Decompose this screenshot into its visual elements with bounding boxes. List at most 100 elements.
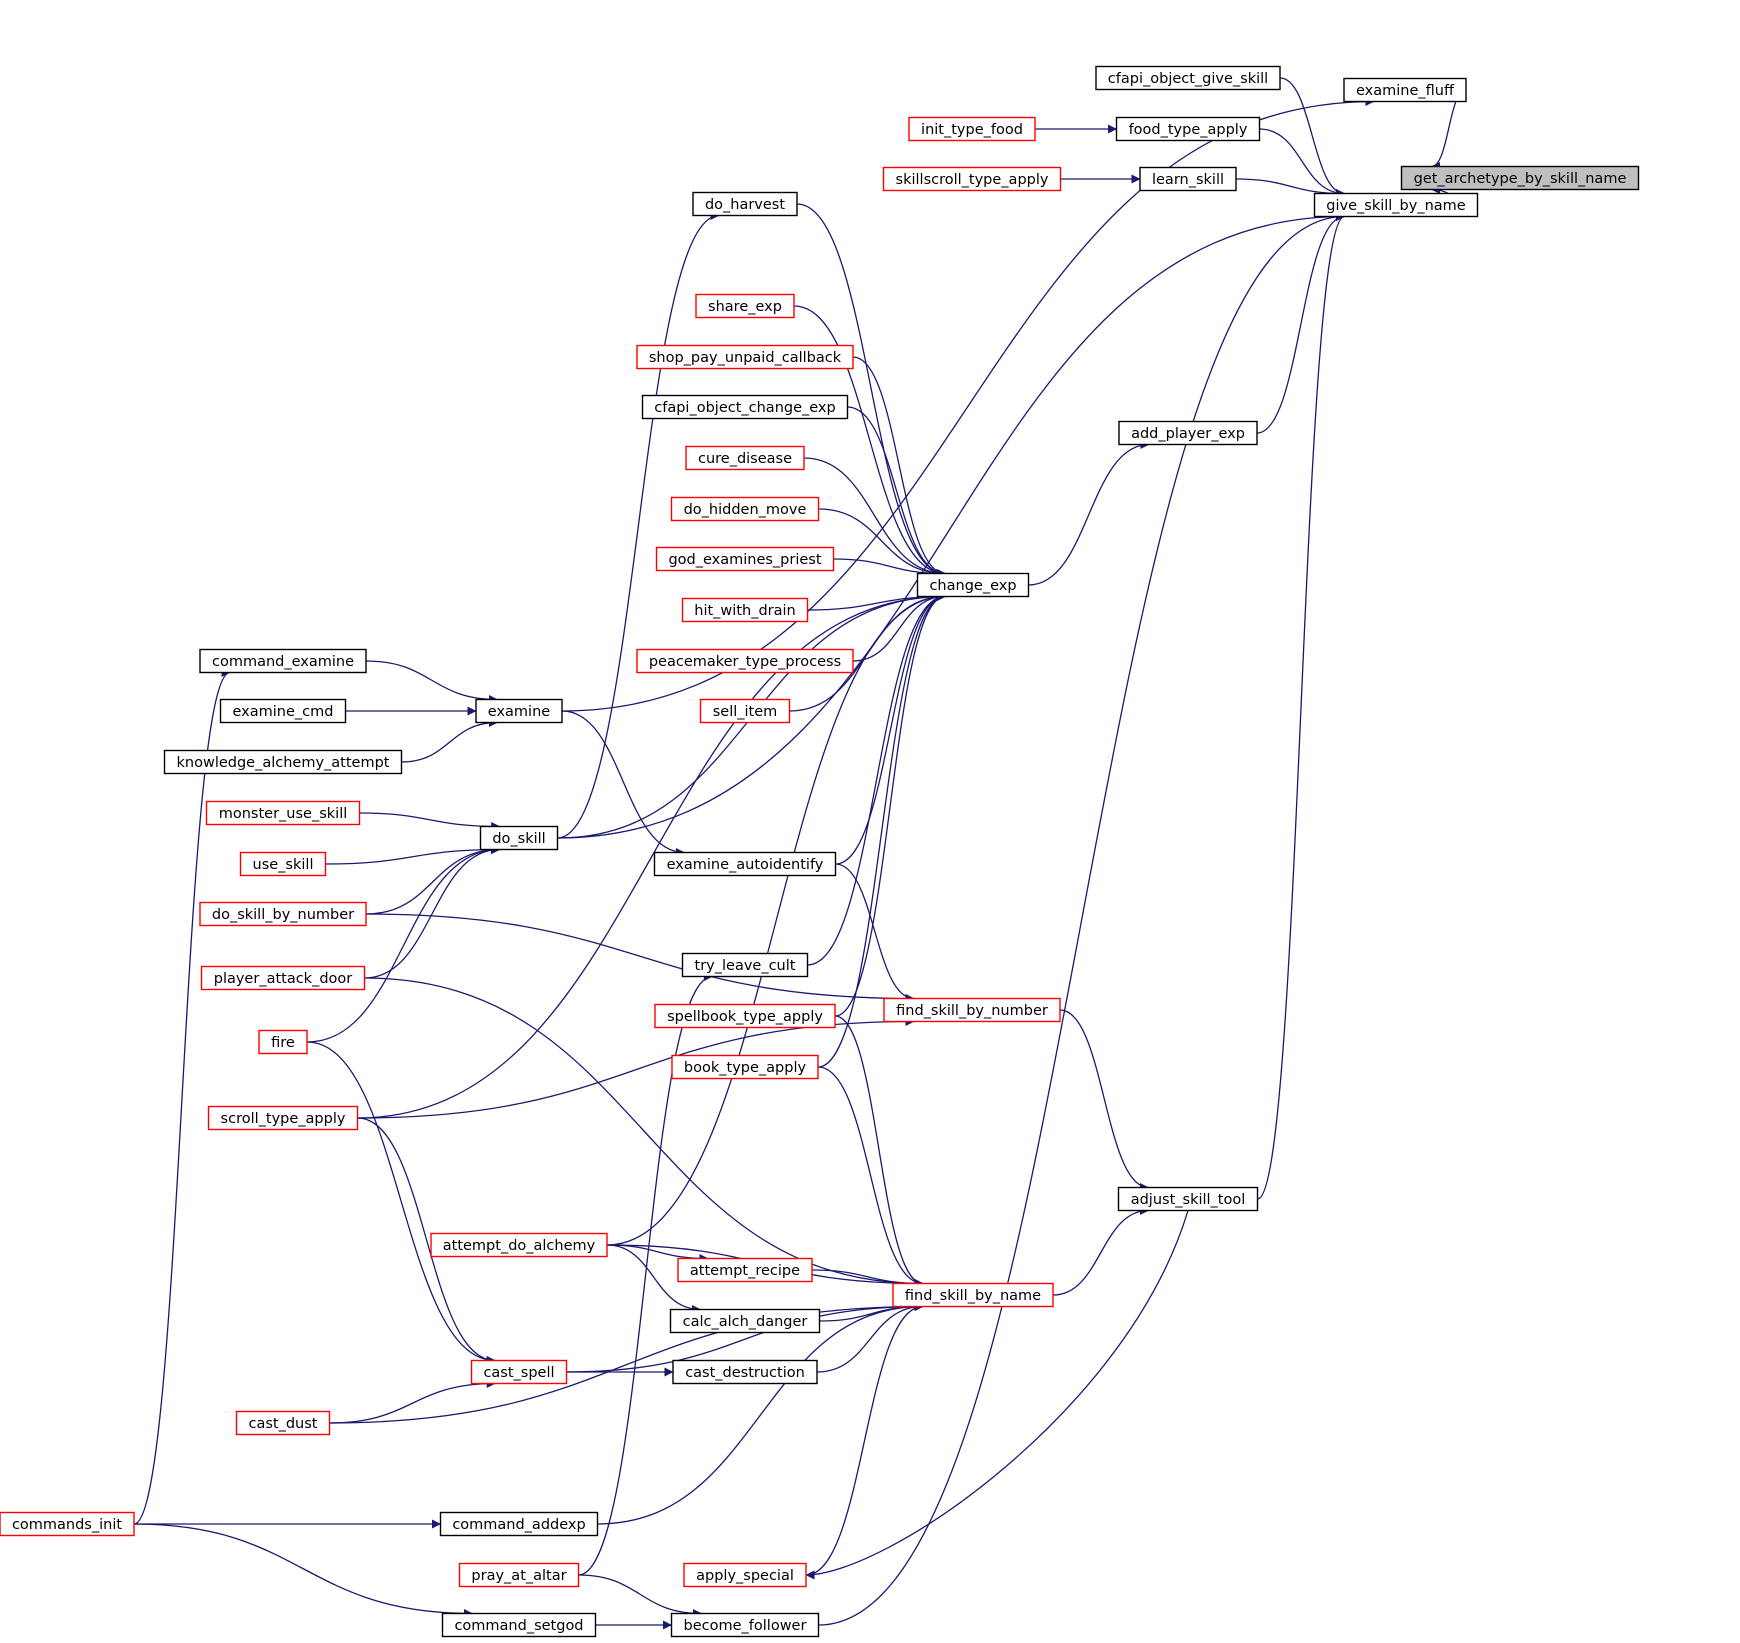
node-do-harvest[interactable]: do_harvest [692, 191, 798, 217]
edge-player_attack_door-to-do_skill [364, 845, 501, 979]
node-shop-pay-unpaid-callback[interactable]: shop_pay_unpaid_callback [636, 344, 854, 370]
node-command-addexp[interactable]: command_addexp [439, 1511, 599, 1537]
edge-do_harvest-to-change_exp [796, 203, 946, 578]
node-box [1115, 116, 1261, 142]
node-box [883, 997, 1061, 1023]
node-box [235, 1410, 331, 1436]
node-box [219, 698, 347, 724]
node-command-examine[interactable]: command_examine [199, 648, 367, 674]
node-find-skill-by-name[interactable]: find_skill_by_name [892, 1282, 1054, 1308]
node-try-leave-cult[interactable]: try_leave_cult [681, 952, 809, 978]
node-god-examines-priest[interactable]: god_examines_priest [655, 546, 835, 572]
node-cast-destruction[interactable]: cast_destruction [672, 1359, 818, 1385]
node-cfapi-object-give-skill[interactable]: cfapi_object_give_skill [1095, 65, 1281, 91]
node-book-type-apply[interactable]: book_type_apply [671, 1054, 819, 1080]
node-peacemaker-type-process[interactable]: peacemaker_type_process [636, 648, 854, 674]
node-food-type-apply[interactable]: food_type_apply [1115, 116, 1261, 142]
node-label: get_archetype_by_skill_name [1414, 171, 1627, 187]
node-label: cast_spell [483, 1365, 554, 1381]
node-box [699, 698, 791, 724]
node-find-skill-by-number[interactable]: find_skill_by_number [883, 997, 1061, 1023]
node-label: cfapi_object_give_skill [1108, 71, 1268, 87]
node-label: do_skill [492, 831, 545, 847]
edge-cfapi_object_give_skill-to-give_skill_by_name [1279, 77, 1345, 198]
node-label: find_skill_by_name [905, 1288, 1041, 1304]
node-box [199, 648, 367, 674]
node-fire[interactable]: fire [258, 1029, 308, 1055]
edge-do_skill_by_number-to-do_skill [365, 845, 501, 915]
edge-do_skill_by_number-to-find_skill_by_number [365, 913, 915, 1003]
node-examine-cmd[interactable]: examine_cmd [219, 698, 347, 724]
edges-layer [133, 77, 1478, 1630]
node-attempt-recipe[interactable]: attempt_recipe [677, 1257, 813, 1283]
node-adjust-skill-tool[interactable]: adjust_skill_tool [1117, 1186, 1259, 1212]
node-examine[interactable]: examine [475, 698, 563, 724]
node-box [441, 1612, 597, 1638]
node-cure-disease[interactable]: cure_disease [685, 445, 805, 471]
node-do-hidden-move[interactable]: do_hidden_move [670, 496, 820, 522]
node-box [1313, 192, 1479, 218]
node-add-player-exp[interactable]: add_player_exp [1118, 420, 1258, 446]
node-label: become_follower [684, 1618, 807, 1634]
node-spellbook-type-apply[interactable]: spellbook_type_apply [654, 1003, 836, 1029]
node-monster-use-skill[interactable]: monster_use_skill [205, 800, 361, 826]
node-calc-alch-danger[interactable]: calc_alch_danger [669, 1308, 821, 1334]
node-skillscroll-type-apply[interactable]: skillscroll_type_apply [882, 166, 1062, 192]
node-learn-skill[interactable]: learn_skill [1139, 166, 1237, 192]
node-pray-at-altar[interactable]: pray_at_altar [458, 1562, 580, 1588]
edge-cast_spell-to-find_skill_by_name [566, 1302, 924, 1373]
node-label: food_type_apply [1129, 122, 1248, 138]
node-box [479, 825, 559, 851]
node-label: scroll_type_apply [221, 1111, 346, 1127]
edge-monster_use_skill-to-do_skill [359, 812, 501, 831]
node-apply-special[interactable]: apply_special [683, 1562, 807, 1588]
node-share-exp[interactable]: share_exp [695, 293, 795, 319]
node-label: give_skill_by_name [1326, 198, 1466, 214]
node-label: learn_skill [1152, 172, 1224, 188]
node-box [655, 546, 835, 572]
node-use-skill[interactable]: use_skill [239, 851, 327, 877]
node-label: cast_destruction [685, 1365, 805, 1381]
edge-examine_autoidentify-to-find_skill_by_number [835, 863, 915, 1003]
node-player-attack-door[interactable]: player_attack_door [200, 965, 366, 991]
node-examine-fluff[interactable]: examine_fluff [1343, 77, 1467, 103]
edge-adjust_skill_tool-to-apply_special [805, 1210, 1189, 1580]
edge-cfapi_object_change_exp-to-change_exp [847, 406, 946, 578]
edge-become_follower-to-give_skill_by_name [818, 212, 1345, 1626]
node-box [683, 1562, 807, 1588]
node-change-exp[interactable]: change_exp [916, 572, 1030, 598]
edge-cast_dust-to-find_skill_by_name [329, 1302, 924, 1424]
node-box [1095, 65, 1281, 91]
node-commands-init[interactable]: commands_init [0, 1511, 135, 1537]
node-scroll-type-apply[interactable]: scroll_type_apply [207, 1105, 359, 1131]
node-hit-with-drain[interactable]: hit_with_drain [681, 597, 809, 623]
node-box [470, 1359, 568, 1385]
node-label: shop_pay_unpaid_callback [649, 350, 842, 366]
node-init-type-food[interactable]: init_type_food [908, 116, 1036, 142]
nodes-layer: get_archetype_by_skill_name give_skill_by… [0, 65, 1640, 1638]
node-attempt-do-alchemy[interactable]: attempt_do_alchemy [430, 1232, 608, 1258]
node-become-follower[interactable]: become_follower [670, 1612, 820, 1638]
node-give-skill-by-name[interactable]: give_skill_by_name [1313, 192, 1479, 218]
node-label: adjust_skill_tool [1131, 1192, 1246, 1208]
edge-find_skill_by_number-to-adjust_skill_tool [1059, 1009, 1149, 1192]
node-examine-autoidentify[interactable]: examine_autoidentify [653, 851, 837, 877]
edge-knowledge_alchemy_attempt-to-examine [401, 718, 498, 763]
node-label: do_skill_by_number [212, 907, 354, 923]
node-command-setgod[interactable]: command_setgod [441, 1612, 597, 1638]
node-box [908, 116, 1036, 142]
edge-food_type_apply-to-give_skill_by_name [1259, 128, 1345, 198]
node-sell-item[interactable]: sell_item [699, 698, 791, 724]
node-cfapi-object-change-exp[interactable]: cfapi_object_change_exp [641, 394, 849, 420]
node-cast-spell[interactable]: cast_spell [470, 1359, 568, 1385]
node-label: sell_item [713, 704, 778, 720]
node-box [1139, 166, 1237, 192]
node-get-archetype-by-skill-name[interactable]: get_archetype_by_skill_name [1400, 165, 1640, 191]
node-knowledge-alchemy-attempt[interactable]: knowledge_alchemy_attempt [163, 749, 403, 775]
node-do-skill[interactable]: do_skill [479, 825, 559, 851]
node-box [636, 344, 854, 370]
node-box [239, 851, 327, 877]
node-cast-dust[interactable]: cast_dust [235, 1410, 331, 1436]
node-do-skill-by-number[interactable]: do_skill_by_number [199, 901, 367, 927]
edge-spellbook_type_apply-to-find_skill_by_name [834, 1015, 924, 1288]
